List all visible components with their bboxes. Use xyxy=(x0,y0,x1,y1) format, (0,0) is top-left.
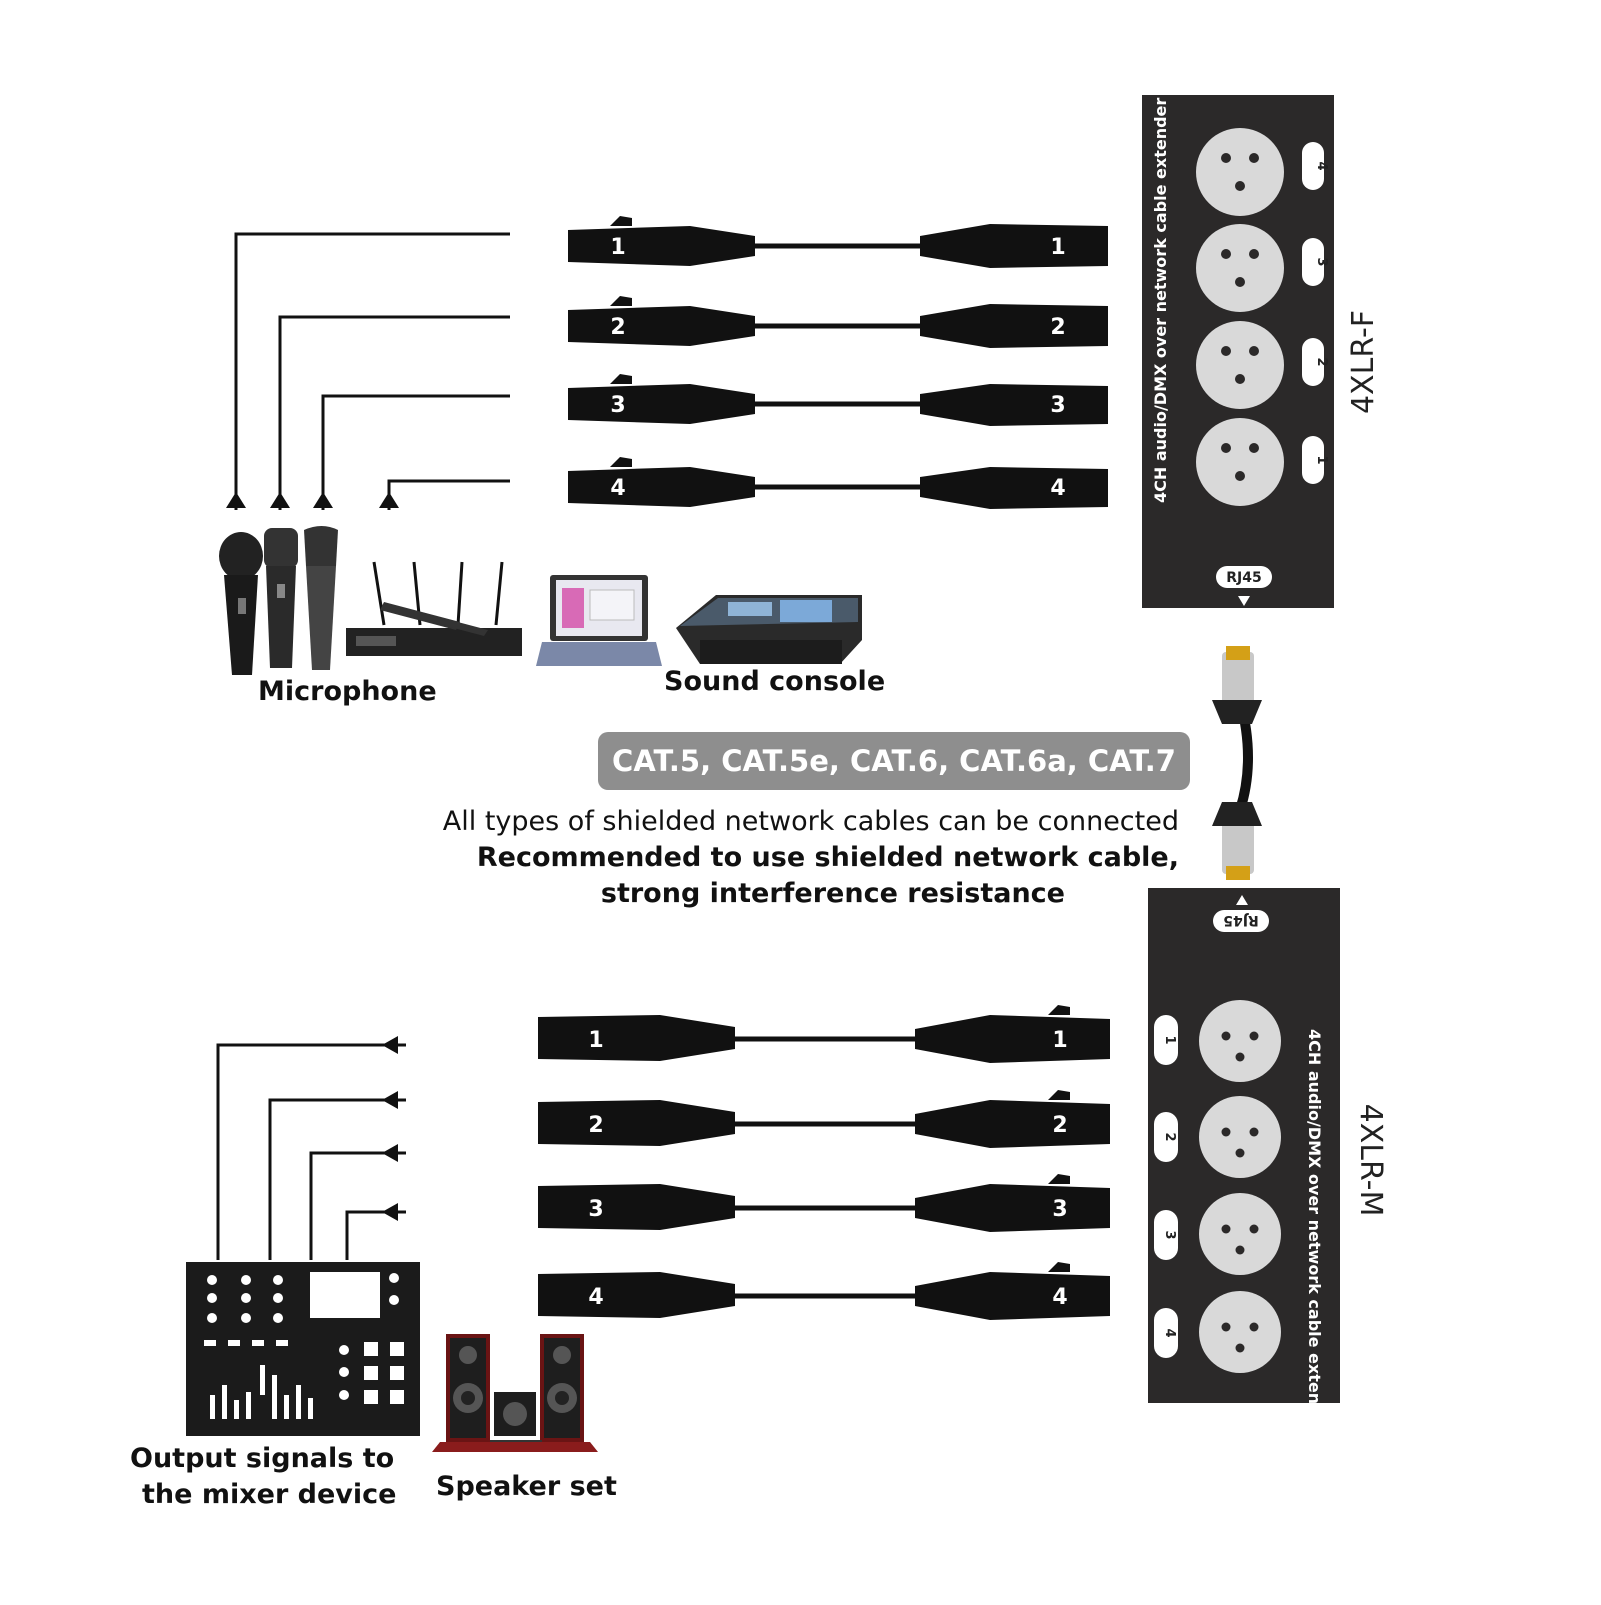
top-input-lines xyxy=(234,232,510,510)
top-input-arrows xyxy=(226,492,399,508)
bottom-box-model: 4XLR-M xyxy=(1353,1103,1388,1217)
top-cable-1 xyxy=(568,216,1108,268)
top-box-port-label: RJ45 xyxy=(1226,570,1261,586)
bottom-extender-box xyxy=(1148,888,1340,1403)
bottom-cable-4-right-number: 4 xyxy=(1052,1285,1067,1310)
top-box-channel-1: 1 xyxy=(1314,455,1329,464)
top-cable-2-right-number: 2 xyxy=(1050,315,1065,340)
bottom-cable-1-right-number: 1 xyxy=(1052,1028,1067,1053)
sound-console-label: Sound console xyxy=(664,666,886,697)
top-xlr-socket-1 xyxy=(1196,418,1284,506)
bottom-cable-1-left-number: 1 xyxy=(588,1028,603,1053)
bottom-box-channel-3: 3 xyxy=(1162,1230,1177,1239)
top-cable-3-left-number: 3 xyxy=(610,393,625,418)
output-signals-label-line1: Output signals to xyxy=(130,1443,395,1474)
bottom-xlr-socket-3 xyxy=(1199,1193,1281,1275)
speaker-set-icon xyxy=(432,1334,598,1452)
top-box-channel-4: 4 xyxy=(1314,161,1329,170)
top-cable-2 xyxy=(568,296,1108,348)
top-xlr-socket-4 xyxy=(1196,128,1284,216)
microphone-icon xyxy=(219,526,338,675)
cable-types-pill: CAT.5, CAT.5e, CAT.6, CAT.6a, CAT.7 xyxy=(598,732,1190,790)
bottom-cable-3-left-number: 3 xyxy=(588,1197,603,1222)
mixer-device-icon xyxy=(186,1262,420,1436)
top-cable-1-right-number: 1 xyxy=(1050,235,1065,260)
bottom-cable-2-left-number: 2 xyxy=(588,1113,603,1138)
microphone-label: Microphone xyxy=(258,676,437,707)
bottom-cable-3-right-number: 3 xyxy=(1052,1197,1067,1222)
output-signals-label-line2: the mixer device xyxy=(142,1479,397,1510)
bottom-box-port-label: RJ45 xyxy=(1223,912,1258,928)
wireless-receiver-icon xyxy=(346,561,522,656)
bottom-xlr-socket-2 xyxy=(1199,1096,1281,1178)
top-cable-4-left-number: 4 xyxy=(610,476,625,501)
bottom-xlr-socket-4 xyxy=(1199,1291,1281,1373)
network-cable-icon xyxy=(1212,646,1262,880)
top-box-caption: 4CH audio/DMX over network cable extende… xyxy=(1151,97,1170,503)
bottom-output-lines xyxy=(216,1043,406,1260)
cable-note-line2: Recommended to use shielded network cabl… xyxy=(476,842,1179,873)
bottom-cable-2-right-number: 2 xyxy=(1052,1113,1067,1138)
top-cable-2-left-number: 2 xyxy=(610,315,625,340)
bottom-box-caption: 4CH audio/DMX over network cable extende… xyxy=(1305,1029,1324,1435)
top-cable-4-right-number: 4 xyxy=(1050,476,1065,501)
top-xlr-socket-3 xyxy=(1196,224,1284,312)
bottom-box-channel-1: 1 xyxy=(1162,1035,1177,1044)
cable-note-line1: All types of shielded network cables can… xyxy=(442,806,1179,837)
top-box-model: 4XLR-F xyxy=(1346,309,1381,415)
sound-console-icon xyxy=(676,595,862,664)
bottom-cable-2 xyxy=(538,1090,1110,1148)
top-cable-4 xyxy=(568,457,1108,509)
bottom-box-channel-2: 2 xyxy=(1162,1132,1177,1141)
bottom-box-channel-4: 4 xyxy=(1162,1328,1177,1337)
top-cable-1-left-number: 1 xyxy=(610,235,625,260)
top-xlr-socket-2 xyxy=(1196,321,1284,409)
top-cable-3-right-number: 3 xyxy=(1050,393,1065,418)
bottom-output-arrows xyxy=(382,1036,398,1221)
bottom-cable-3 xyxy=(538,1174,1110,1232)
top-box-channel-2: 2 xyxy=(1314,357,1329,366)
laptop-icon xyxy=(536,575,662,666)
bottom-cable-4 xyxy=(538,1262,1110,1320)
bottom-cable-4-left-number: 4 xyxy=(588,1285,603,1310)
top-box-channel-3: 3 xyxy=(1314,257,1329,266)
speaker-set-label: Speaker set xyxy=(436,1471,617,1502)
cable-note-line3: strong interference resistance xyxy=(600,878,1065,909)
bottom-cable-1 xyxy=(538,1005,1110,1063)
top-extender-box xyxy=(1142,95,1334,608)
top-cable-3 xyxy=(568,374,1108,426)
bottom-xlr-socket-1 xyxy=(1199,1000,1281,1082)
